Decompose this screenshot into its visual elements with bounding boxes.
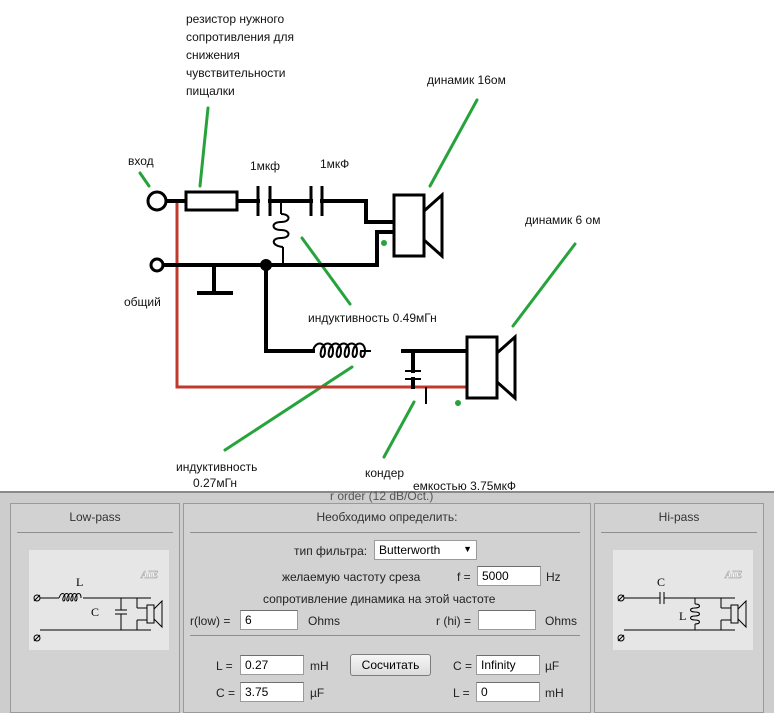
frequency-input[interactable] bbox=[477, 566, 541, 586]
C-right-label: C = bbox=[453, 659, 473, 673]
speaker-16-label: динамик 16ом bbox=[427, 73, 506, 87]
filter-type-value: Butterworth bbox=[379, 543, 441, 557]
rlow-input[interactable] bbox=[240, 610, 298, 630]
filter-type-label: тип фильтра: bbox=[294, 544, 368, 558]
L-lowpass-output[interactable] bbox=[240, 655, 304, 675]
speaker-16-plus-dot bbox=[381, 240, 387, 246]
hipass-logo: AIE bbox=[724, 570, 743, 581]
filter-type-select[interactable]: Butterworth ▼ bbox=[374, 540, 477, 560]
calculate-button[interactable]: Сосчитать bbox=[350, 654, 431, 676]
impedance-label: сопротивление динамика на этой частоте bbox=[263, 592, 496, 606]
resistor-note-line-3: снижения bbox=[186, 48, 240, 62]
L-right-label: L = bbox=[453, 686, 470, 700]
lowpass-title: Low-pass bbox=[69, 510, 121, 524]
C-right-unit: µF bbox=[545, 659, 560, 673]
calculator-center-panel: Необходимо определить: тип фильтра: Butt… bbox=[183, 503, 591, 713]
rlow-unit: Ohms bbox=[308, 614, 341, 628]
rhi-input[interactable] bbox=[478, 610, 536, 630]
lowpass-C-label: C bbox=[91, 605, 99, 619]
hipass-title: Hi-pass bbox=[658, 510, 700, 524]
common-terminal bbox=[149, 257, 165, 273]
resistor-note-line-5: пищалки bbox=[186, 84, 235, 98]
junction-dot bbox=[260, 259, 272, 271]
input-label: вход bbox=[128, 154, 154, 168]
L-left-unit: mH bbox=[310, 659, 329, 673]
common-label: общий bbox=[124, 295, 161, 309]
C-hipass-output[interactable] bbox=[476, 655, 540, 675]
cutoff-label: желаемую частоту среза bbox=[282, 570, 421, 584]
crossover-calculator: r order (12 dB/Oct.) Low-pass AIE L C bbox=[0, 489, 774, 713]
crossover-circuit-diagram: резистор нужного сопротивления для сниже… bbox=[124, 12, 600, 492]
cap1-label: 1мкф bbox=[250, 159, 280, 173]
cap2-label: 1мкФ bbox=[320, 157, 349, 171]
dropdown-arrow-icon: ▼ bbox=[463, 544, 472, 554]
speaker-6-label: динамик 6 ом bbox=[525, 213, 600, 227]
resistor-note-line-4: чувствительности bbox=[186, 66, 285, 80]
lowpass-schematic-icon: AIE L C bbox=[29, 550, 169, 650]
L-hipass-output[interactable] bbox=[476, 682, 540, 702]
L-left-label: L = bbox=[216, 659, 233, 673]
input-terminal bbox=[146, 190, 168, 212]
rlow-label: r(low) = bbox=[190, 614, 231, 628]
capacitor-1mkf bbox=[256, 186, 272, 216]
speaker-16-icon bbox=[392, 191, 444, 260]
C-left-unit: µF bbox=[310, 686, 325, 700]
thin-wires bbox=[280, 201, 427, 404]
annotation-pointers bbox=[138, 98, 577, 459]
C-lowpass-output[interactable] bbox=[240, 682, 304, 702]
inductor-049-label: индуктивность 0.49мГн bbox=[308, 311, 437, 325]
capacitor-375 bbox=[405, 370, 421, 380]
lowpass-panel: Low-pass AIE L C bbox=[10, 503, 180, 713]
rhi-unit: Ohms bbox=[545, 614, 578, 628]
f-label: f = bbox=[457, 570, 471, 584]
lowpass-logo: AIE bbox=[140, 570, 159, 581]
hipass-panel: Hi-pass AIE C L bbox=[594, 503, 764, 713]
inductor-027-label-1: индуктивность bbox=[176, 460, 257, 474]
calculator-header-obscured: r order (12 dB/Oct.) bbox=[330, 489, 434, 503]
inductor-027 bbox=[312, 342, 371, 358]
capacitor-1mkF-2 bbox=[309, 186, 324, 216]
center-title: Необходимо определить: bbox=[316, 510, 458, 524]
lowpass-L-label: L bbox=[76, 575, 83, 589]
rhi-label: r (hi) = bbox=[436, 614, 472, 628]
capacitor-label-2: емкостью 3.75мкФ bbox=[413, 479, 516, 492]
inductor-049 bbox=[272, 213, 290, 248]
C-left-label: C = bbox=[216, 686, 236, 700]
inductor-027-label-2: 0.27мГн bbox=[193, 476, 237, 490]
hipass-C-label: C bbox=[657, 575, 665, 589]
hipass-schematic-icon: AIE C L bbox=[613, 550, 753, 650]
circuit-wires bbox=[163, 199, 469, 389]
capacitor-label-1: кондер bbox=[365, 466, 404, 480]
resistor-note-line-1: резистор нужного bbox=[186, 12, 285, 26]
L-right-unit: mH bbox=[545, 686, 564, 700]
resistor bbox=[184, 190, 239, 212]
resistor-note-line-2: сопротивления для bbox=[186, 30, 294, 44]
speaker-6-icon bbox=[465, 333, 517, 402]
speaker-6-plus-dot bbox=[455, 400, 461, 406]
f-unit: Hz bbox=[546, 570, 561, 584]
hipass-L-label: L bbox=[679, 609, 686, 623]
